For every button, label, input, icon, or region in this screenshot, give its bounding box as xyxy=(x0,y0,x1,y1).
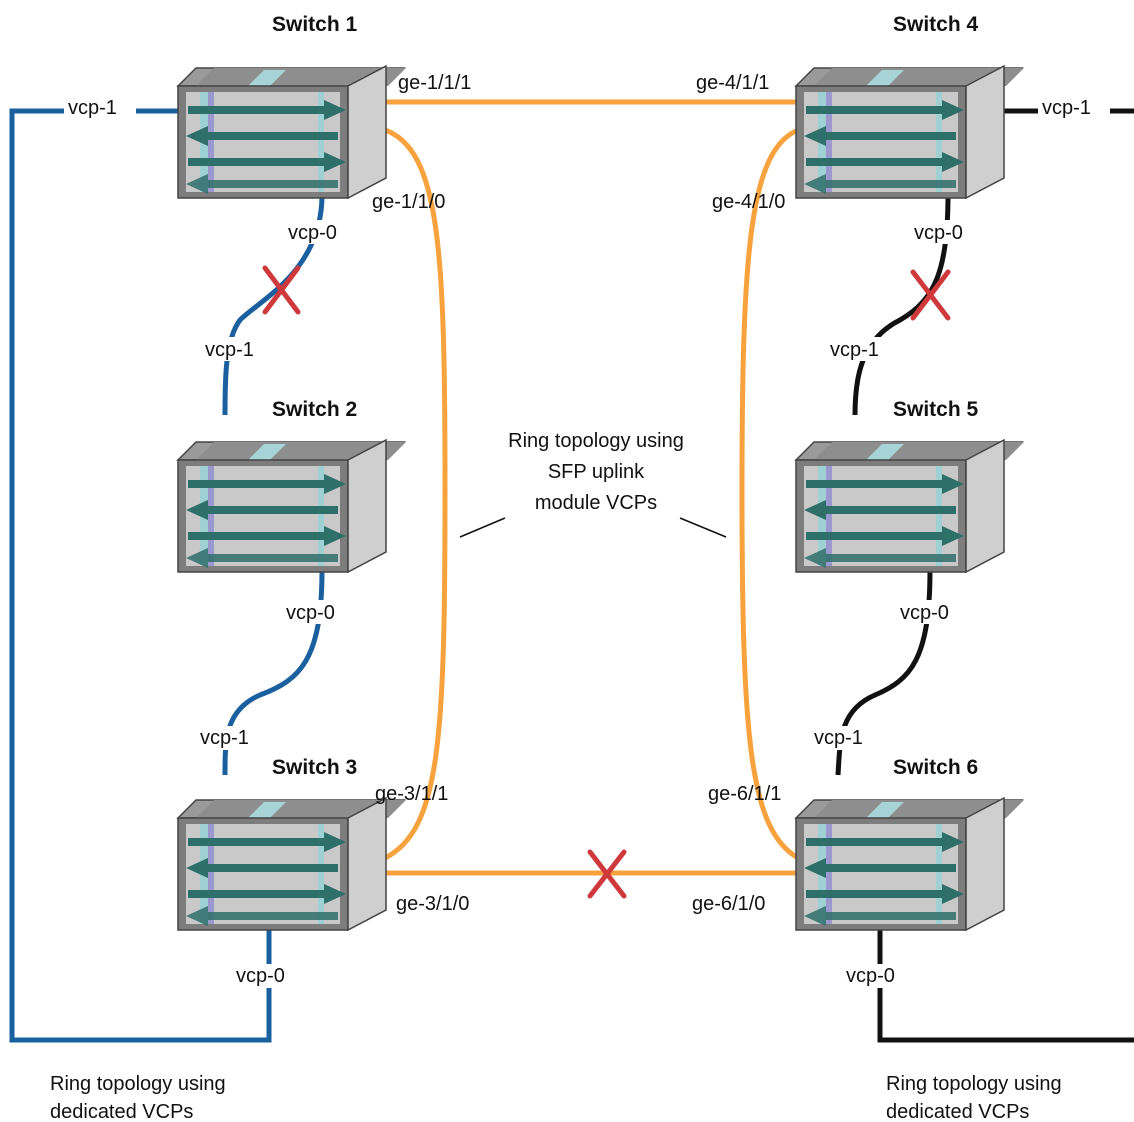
s6-vcp1-label: vcp-1 xyxy=(814,727,863,749)
center-note-leader-right xyxy=(679,517,727,538)
center-note-leader-left xyxy=(459,517,506,538)
switch-4[interactable] xyxy=(795,65,1025,199)
s5-vcp1-label: vcp-1 xyxy=(830,339,879,361)
s3-ge310-label: ge-3/1/0 xyxy=(396,893,469,915)
s2-vcp0-label: vcp-0 xyxy=(286,602,335,624)
switch-3-title: Switch 3 xyxy=(272,756,357,779)
s1-vcp0-label: vcp-0 xyxy=(288,222,337,244)
failed-link-x-icon xyxy=(910,269,951,321)
failure-marks xyxy=(262,265,951,899)
s6-ge610-label: ge-6/1/0 xyxy=(692,893,765,915)
switch-2[interactable] xyxy=(177,439,407,573)
s5-vcp0-label: vcp-0 xyxy=(900,602,949,624)
port-labels: vcp-1 ge-1/1/1 ge-1/1/0 vcp-0 vcp-1 vcp-… xyxy=(64,72,1110,988)
s6-vcp0-label: vcp-0 xyxy=(846,965,895,987)
s4-vcp1-label: vcp-1 xyxy=(1042,97,1091,119)
s4-ge410-label: ge-4/1/0 xyxy=(712,191,785,213)
s2-vcp1-label: vcp-1 xyxy=(205,339,254,361)
switch-3[interactable] xyxy=(177,797,407,931)
s1-vcp1-label: vcp-1 xyxy=(68,97,117,119)
left-caption-line-2: dedicated VCPs xyxy=(50,1101,193,1122)
switch-5[interactable] xyxy=(795,439,1025,573)
center-note-line-2: SFP uplink xyxy=(548,461,645,483)
failed-link-x-icon xyxy=(587,849,627,899)
ge110-to-ge311-link xyxy=(383,127,448,861)
ge410-to-ge611-link xyxy=(739,127,800,861)
s3-vcp1-label: vcp-1 xyxy=(200,727,249,749)
s1-ge111-label: ge-1/1/1 xyxy=(398,72,471,94)
s4-ge411-label: ge-4/1/1 xyxy=(696,72,769,94)
right-caption-line-2: dedicated VCPs xyxy=(886,1101,1029,1122)
switch-5-title: Switch 5 xyxy=(893,398,979,421)
switch-1[interactable] xyxy=(177,65,407,199)
center-note-line-1: Ring topology using xyxy=(508,430,684,452)
s4-vcp0-to-s5-vcp1-link xyxy=(852,194,951,416)
s3-ge311-label: ge-3/1/1 xyxy=(375,783,448,805)
s6-ge611-label: ge-6/1/1 xyxy=(708,783,781,805)
center-annotation: Ring topology using SFP uplink module VC… xyxy=(459,430,727,538)
center-note-line-3: module VCPs xyxy=(535,492,657,514)
right-caption-line-1: Ring topology using xyxy=(886,1073,1062,1095)
s1-vcp0-to-s2-vcp1-link xyxy=(222,194,325,416)
left-caption-line-1: Ring topology using xyxy=(50,1073,226,1095)
switch-2-title: Switch 2 xyxy=(272,398,357,421)
switch-1-title: Switch 1 xyxy=(272,13,358,36)
right-caption: Ring topology using dedicated VCPs xyxy=(886,1073,1062,1122)
s4-vcp0-label: vcp-0 xyxy=(914,222,963,244)
switch-6-title: Switch 6 xyxy=(893,756,978,779)
switch-6[interactable] xyxy=(795,797,1025,931)
left-caption: Ring topology using dedicated VCPs xyxy=(50,1073,226,1122)
uplink-ring xyxy=(383,99,800,876)
s1-ge110-label: ge-1/1/0 xyxy=(372,191,445,213)
switch-4-title: Switch 4 xyxy=(893,13,979,36)
failed-link-x-icon xyxy=(262,265,301,315)
s3-vcp0-label: vcp-0 xyxy=(236,965,285,987)
